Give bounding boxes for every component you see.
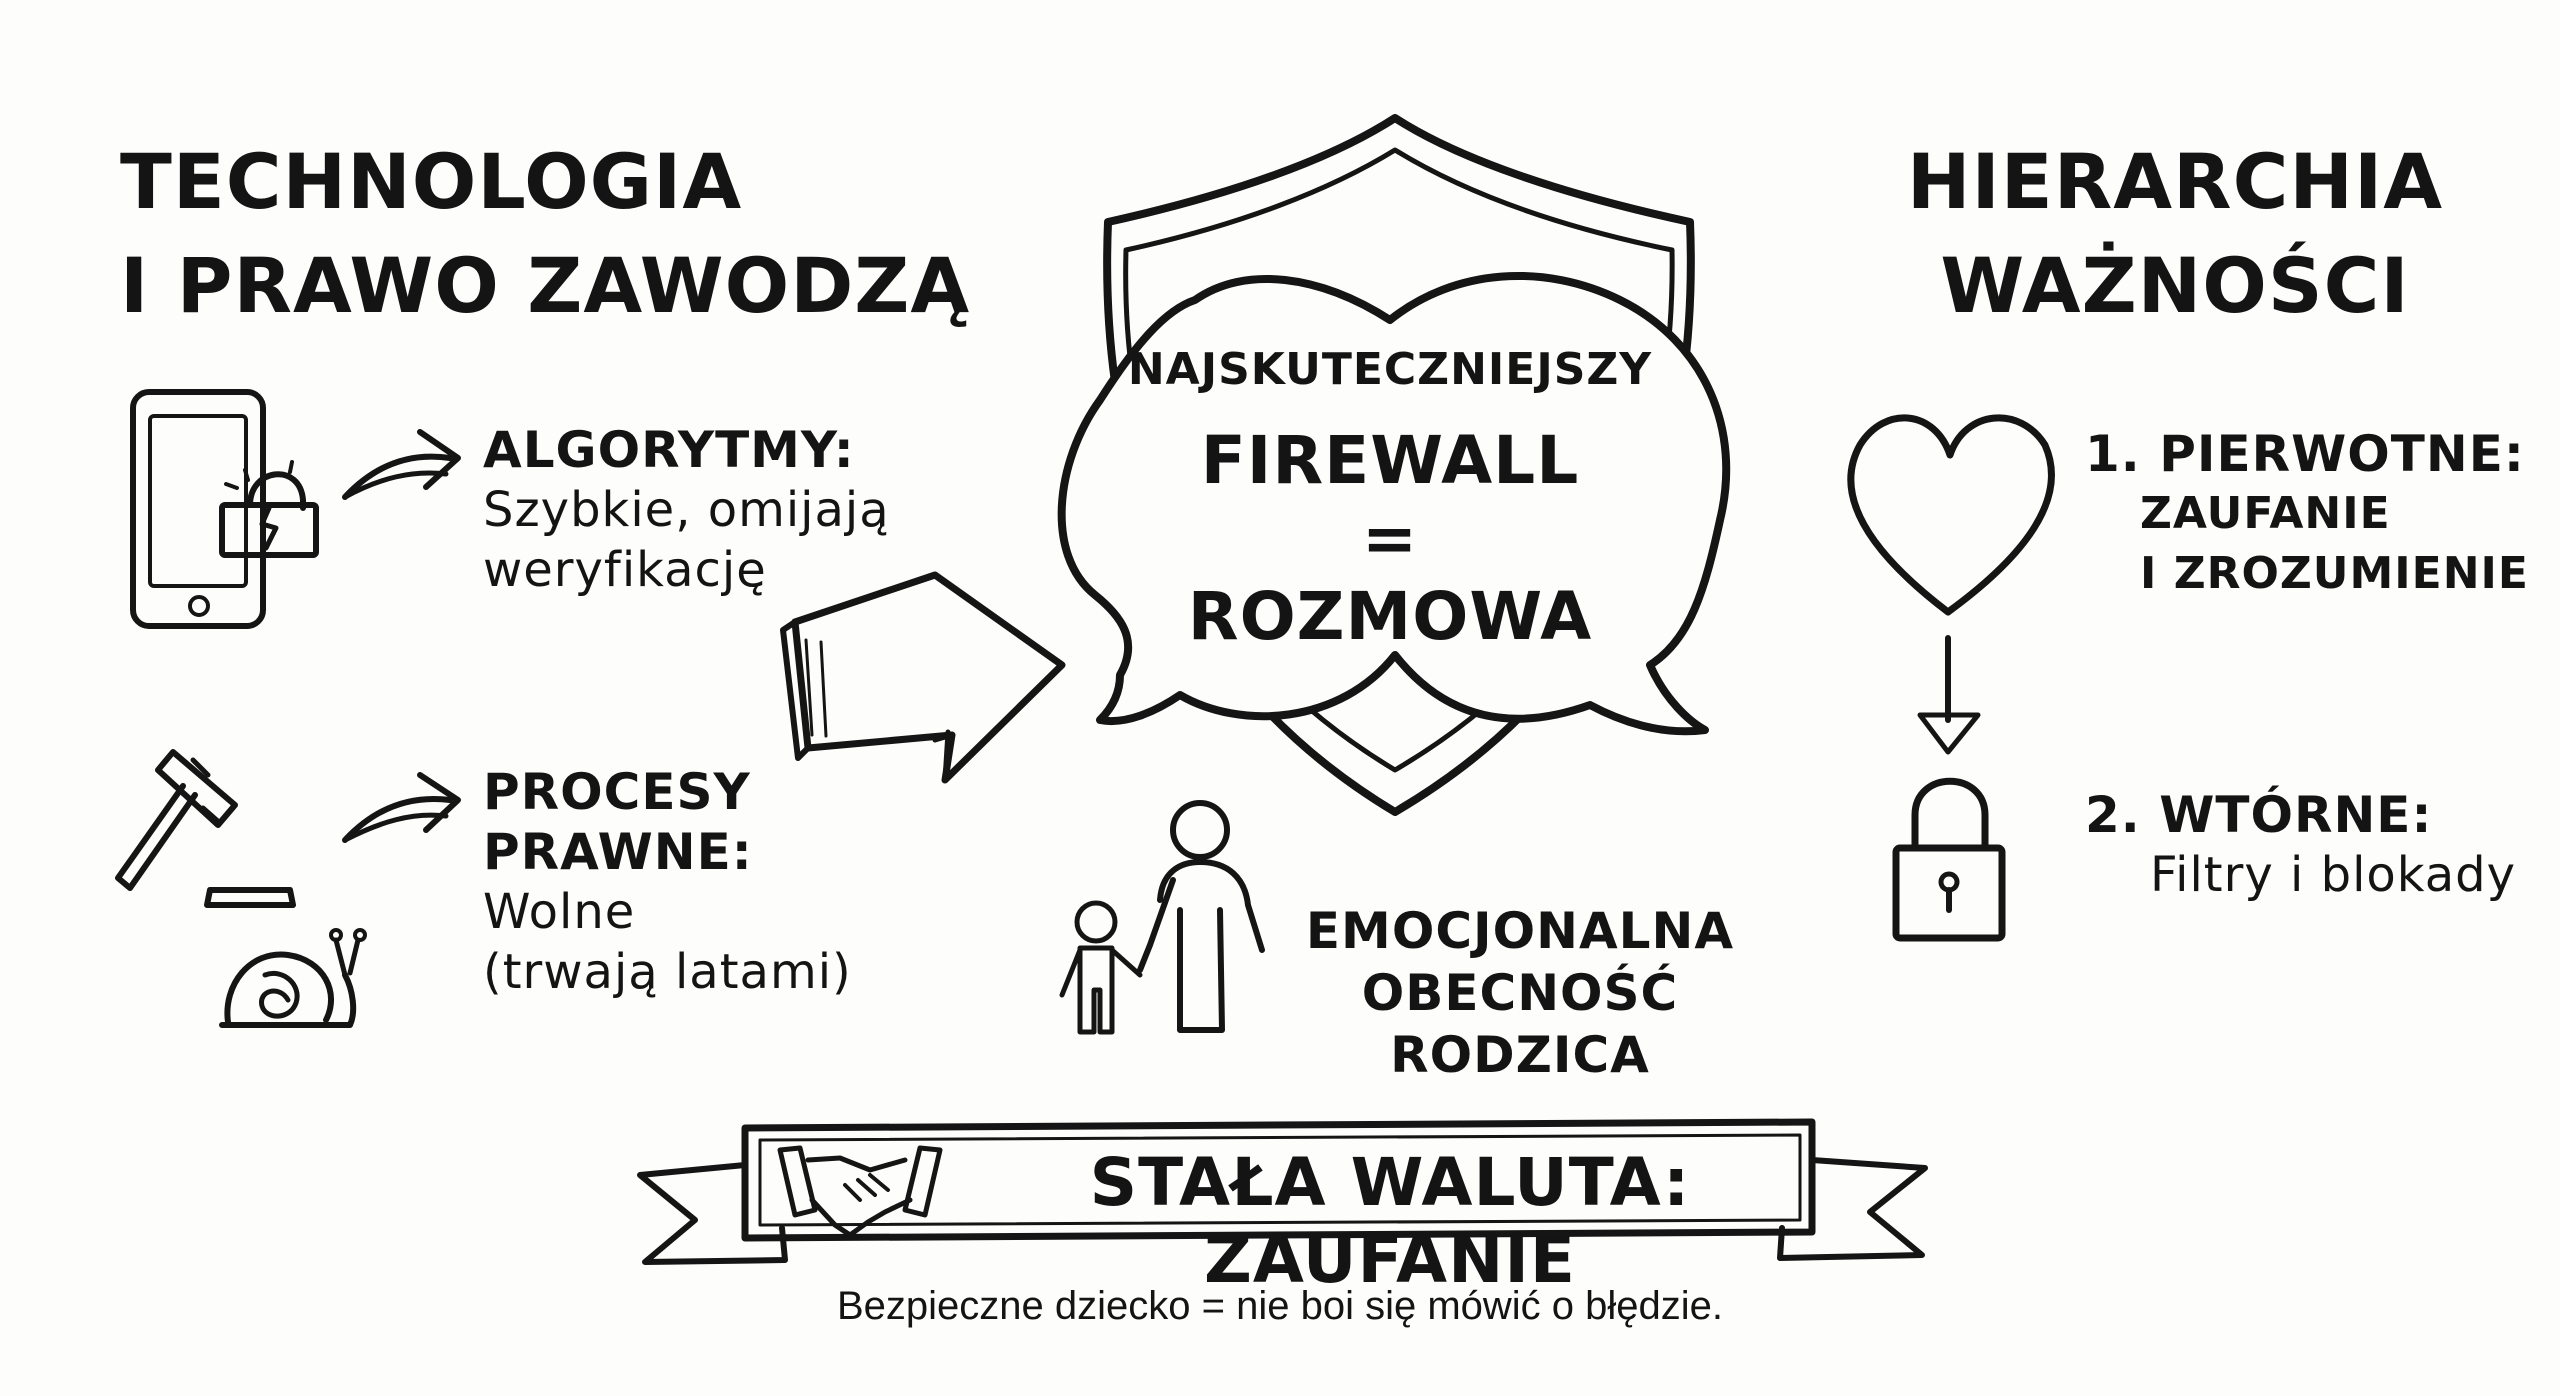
legal-line1: Wolne	[483, 884, 636, 940]
legal-heading-line1: PROCESY	[483, 763, 751, 821]
algorithms-heading: ALGORYTMY:	[483, 421, 855, 479]
primary-line1: ZAUFANIE	[2140, 488, 2391, 539]
secondary-block: 2. WTÓRNE: Filtry i blokady	[2085, 785, 2516, 905]
primary-line2: I ZROZUMIENIE	[2140, 548, 2529, 599]
bubble-equals: =	[1361, 500, 1419, 577]
legal-line2: (trwają latami)	[483, 944, 852, 1000]
legal-heading-line2: PRAWNE:	[483, 823, 753, 881]
arrow-right-icon	[780, 571, 1066, 784]
parental-presence-text: EMOCJONALNA OBECNOŚĆ RODZICA	[1240, 900, 1800, 1086]
algorithms-line2: weryfikację	[483, 542, 767, 598]
bubble-top-text: NAJSKUTECZNIEJSZY	[1127, 344, 1653, 395]
handshake-icon	[777, 1145, 943, 1238]
footer-text: Bezpieczne dziecko = nie boi się mówić o…	[836, 1284, 1724, 1328]
presence-line2: OBECNOŚĆ RODZICA	[1361, 964, 1679, 1084]
left-title-line1: TECHNOLOGIA	[120, 137, 743, 226]
primary-heading: 1. PIERWOTNE:	[2085, 425, 2525, 483]
algorithms-line1: Szybkie, omijają	[483, 482, 890, 538]
secondary-line1: Filtry i blokady	[2150, 847, 2517, 903]
heart-icon	[1847, 414, 2055, 616]
parent-child-icon	[1059, 800, 1265, 1035]
bubble-firewall: FIREWALL	[1200, 422, 1580, 499]
left-title: TECHNOLOGIA I PRAWO ZAWODZĄ	[120, 130, 970, 338]
right-title-line1: HIERARCHIA	[1906, 137, 2444, 226]
secondary-heading: 2. WTÓRNE:	[2085, 786, 2433, 844]
ribbon-banner-icon	[637, 1118, 1928, 1265]
phone-broken-lock-icon	[130, 389, 319, 629]
bubble-rozmowa: ROZMOWA	[1187, 578, 1593, 655]
left-title-line2: I PRAWO ZAWODZĄ	[120, 241, 971, 330]
arrow-right-icon	[342, 429, 461, 500]
banner-text: STAŁA WALUTA: ZAUFANIE	[1089, 1144, 1691, 1298]
primary-block: 1. PIERWOTNE: ZAUFANIE I ZROZUMIENIE	[2085, 424, 2529, 604]
snail-icon	[219, 928, 367, 1028]
right-title-line2: WAŻNOŚCI	[1940, 241, 2410, 330]
gavel-icon	[115, 749, 296, 908]
bubble-main-text: FIREWALL = ROZMOWA	[1120, 422, 1660, 656]
speech-bubble-icon	[1057, 272, 1731, 736]
arrow-down-icon	[1917, 635, 1981, 755]
arrow-right-icon	[342, 772, 461, 843]
padlock-icon	[1892, 777, 2006, 942]
legal-block: PROCESY PRAWNE: Wolne (trwają latami)	[483, 762, 852, 1002]
presence-line1: EMOCJONALNA	[1305, 902, 1735, 960]
right-title: HIERARCHIA WAŻNOŚCI	[1895, 130, 2455, 338]
algorithms-block: ALGORYTMY: Szybkie, omijają weryfikację	[483, 420, 890, 600]
